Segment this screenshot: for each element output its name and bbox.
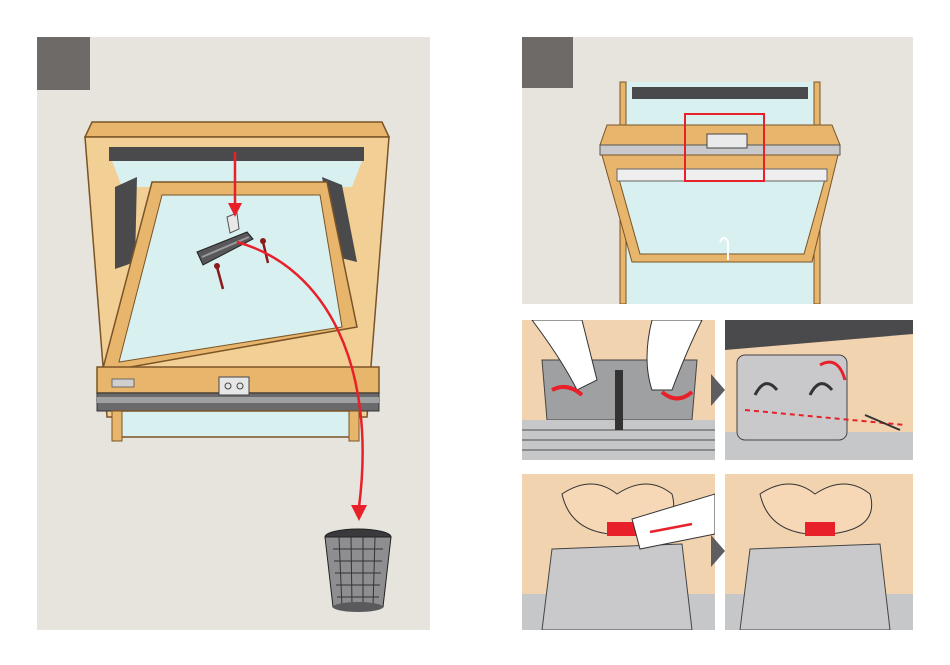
detail-4-panel	[725, 474, 913, 630]
detail-1-panel	[522, 320, 715, 460]
detail-3-illustration	[522, 474, 715, 630]
right-top-panel	[522, 37, 913, 304]
detail-3-panel	[522, 474, 715, 630]
detail-4-illustration	[725, 474, 913, 630]
trash-bin-icon	[325, 529, 391, 612]
detail-1-illustration	[522, 320, 715, 460]
detail-2-illustration	[725, 320, 913, 460]
step-arrow-icon-2	[711, 535, 725, 567]
left-window-illustration	[37, 37, 430, 630]
step-arrow-icon	[711, 374, 725, 406]
detail-2-panel	[725, 320, 913, 460]
right-top-window-illustration	[522, 37, 913, 304]
left-main-panel	[37, 37, 430, 630]
